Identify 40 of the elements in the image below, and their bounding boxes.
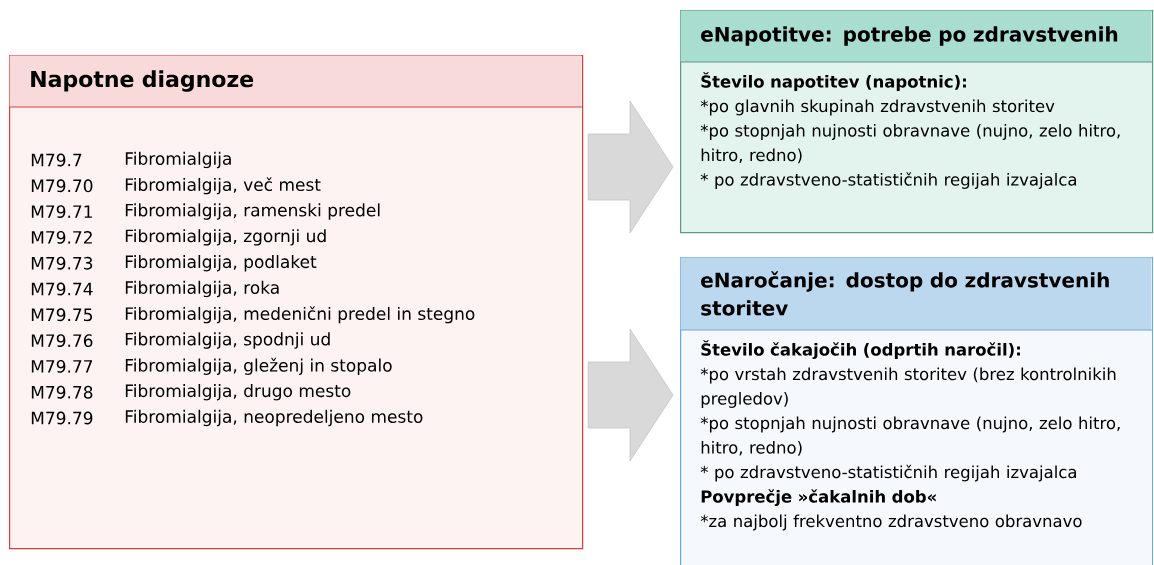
list-line: *po stopnjah nujnosti obravnave (nujno, zelo hitro, hitro, redno) xyxy=(700,123,1120,164)
panel xyxy=(679,257,1154,565)
block-arrow xyxy=(587,328,674,462)
list-line: *po vrstah zdravstvenih storitev (brez kontrolnikih pregledov) xyxy=(700,367,1116,408)
diagnosis-code: M79.74 xyxy=(31,282,93,296)
list-line: * po zdravstveno-statističnih regijah izvajalca xyxy=(700,464,1076,482)
diagnosis-code: M79.79 xyxy=(31,411,93,425)
panel-heading: Napotne diagnoze xyxy=(31,70,254,92)
diagnosis-name: Fibromialgija, medenični predel in stegno xyxy=(125,306,475,324)
diagnosis-name: Fibromialgija, drugo mesto xyxy=(125,383,351,401)
diagnosis-name: Fibromialgija, podlaket xyxy=(125,254,317,272)
diagnosis-code: M79.75 xyxy=(31,308,93,322)
diagnosis-name: Fibromialgija xyxy=(125,151,231,169)
diagnosis-code: M79.71 xyxy=(31,205,92,219)
list-line: *za najbolj frekventno zdravstveno obravnavo xyxy=(700,514,1082,531)
diagnosis-code: M79.76 xyxy=(31,334,93,348)
diagnosis-code: M79.70 xyxy=(31,179,93,193)
panel xyxy=(8,55,584,550)
list-line: *po glavnih skupinah zdravstvenih storitev xyxy=(700,99,1055,116)
diagnosis-code: M79.73 xyxy=(31,256,93,270)
diagnosis-name: Fibromialgija, zgornji ud xyxy=(125,229,326,246)
panel-heading: eNapotitve: potrebe po zdravstvenih xyxy=(701,26,1118,46)
diagnosis-code: M79.77 xyxy=(31,359,93,373)
list-line: Povprečje »čakalnih dob« xyxy=(701,489,936,507)
list-line: *po stopnjah nujnosti obravnave (nujno, zelo hitro, hitro, redno) xyxy=(700,416,1120,456)
list-line: Število napotitev (napotnic): xyxy=(701,72,966,91)
diagnosis-name: Fibromialgija, gleženj in stopalo xyxy=(125,357,392,375)
diagnosis-code: M79.78 xyxy=(31,385,93,399)
diagnosis-name: Fibromialgija, neopredeljeno mesto xyxy=(125,409,423,427)
panel-heading: eNaročanje: dostop do zdravstvenih storitev xyxy=(701,271,1109,316)
diagnosis-code: M79.7 xyxy=(31,153,82,167)
diagnosis-name: Fibromialgija, roka xyxy=(125,280,279,298)
list-line: Število čakajočih (odprtih naročil): xyxy=(701,340,1020,360)
diagnosis-name: Fibromialgija, ramenski predel xyxy=(125,203,380,220)
diagnosis-name: Fibromialgija, spodnji ud xyxy=(125,332,330,349)
diagnosis-name: Fibromialgija, več mest xyxy=(125,177,321,195)
diagnosis-code: M79.72 xyxy=(31,230,92,244)
panel xyxy=(679,10,1154,234)
block-arrow xyxy=(587,100,674,234)
list-line: * po zdravstveno-statističnih regijah izvajalca xyxy=(700,172,1076,189)
